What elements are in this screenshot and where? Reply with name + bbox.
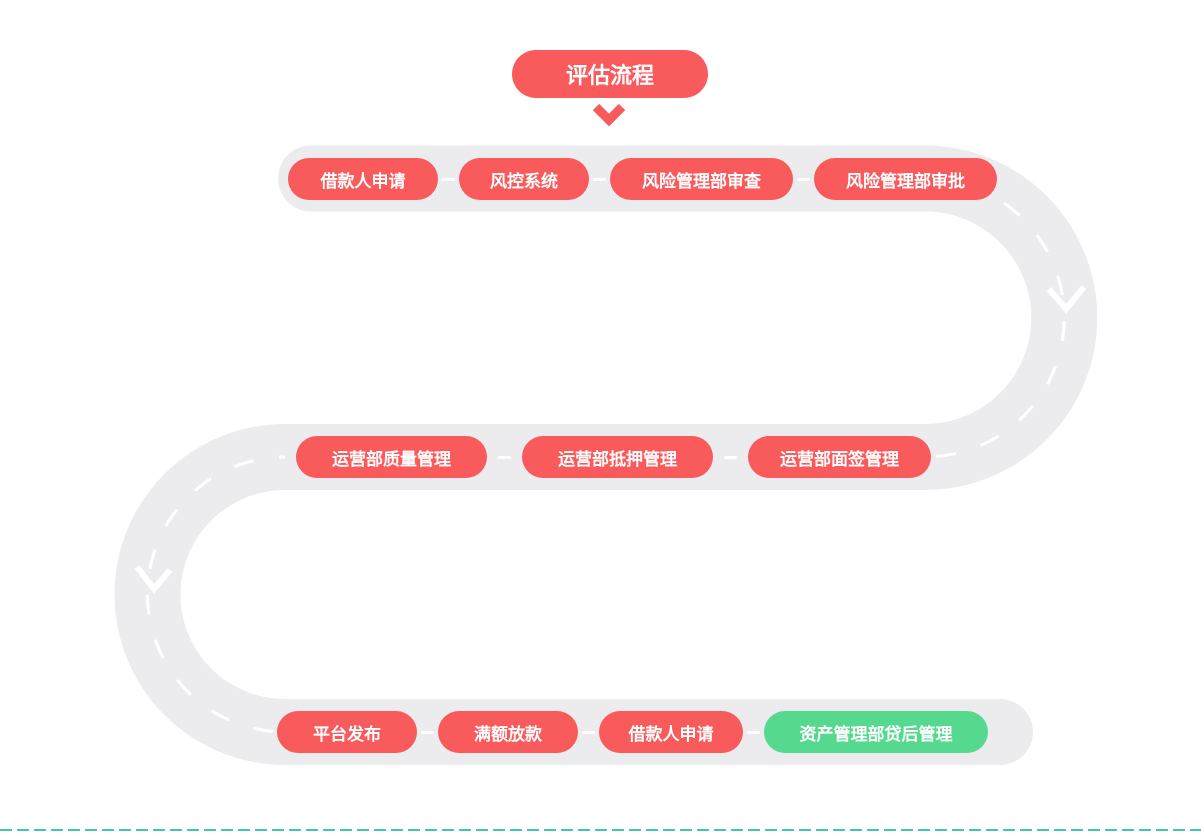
road-dash (747, 730, 760, 734)
step-borrower-apply-2: 借款人申请 (599, 711, 743, 753)
step-borrower-apply: 借款人申请 (288, 158, 438, 200)
step-label: 风险管理部审查 (642, 171, 761, 191)
step-label: 借款人申请 (628, 724, 714, 744)
step-label: 运营部抵押管理 (558, 449, 677, 469)
step-full-disbursement: 满额放款 (438, 711, 578, 753)
road-dash (582, 730, 595, 734)
road-dash (724, 455, 737, 459)
step-risk-control-system: 风控系统 (459, 158, 589, 200)
flow-title-label: 评估流程 (565, 63, 654, 88)
bottom-dashed-border (0, 829, 1201, 831)
step-label: 平台发布 (313, 724, 381, 744)
flow-row-2: 运营部质量管理 运营部抵押管理 运营部面签管理 (296, 436, 931, 478)
right-curve-chevron-down-icon (1046, 285, 1087, 314)
left-curve-chevron-down-icon (134, 565, 173, 594)
step-label: 满额放款 (474, 724, 542, 744)
flow-title-pill: 评估流程 (512, 50, 708, 98)
step-label: 资产管理部贷后管理 (799, 724, 953, 744)
road-dash (797, 177, 810, 181)
step-platform-publish: 平台发布 (277, 711, 417, 753)
road-dash (593, 177, 606, 181)
flow-row-1: 借款人申请 风控系统 风险管理部审查 风险管理部审批 (288, 158, 997, 200)
step-label: 运营部面签管理 (780, 449, 899, 469)
title-chevron-down-icon (592, 103, 626, 127)
step-risk-dept-approval: 风险管理部审批 (814, 158, 997, 200)
lane-dash-right-curve (924, 177, 1066, 459)
step-label: 运营部质量管理 (332, 449, 451, 469)
lane-dash-left-curve (146, 455, 286, 734)
step-ops-quality-mgmt: 运营部质量管理 (296, 436, 487, 478)
flow-row-3: 平台发布 满额放款 借款人申请 资产管理部贷后管理 (277, 711, 988, 753)
road-dash (498, 455, 511, 459)
step-ops-mortgage-mgmt: 运营部抵押管理 (522, 436, 713, 478)
step-label: 风险管理部审批 (846, 171, 965, 191)
step-label: 借款人申请 (320, 171, 406, 191)
step-asset-mgmt-postloan: 资产管理部贷后管理 (764, 711, 988, 753)
road-dash (442, 177, 455, 181)
step-ops-facesign-mgmt: 运营部面签管理 (748, 436, 931, 478)
road-dash (421, 730, 434, 734)
step-risk-dept-review: 风险管理部审查 (610, 158, 793, 200)
step-label: 风控系统 (490, 171, 558, 191)
